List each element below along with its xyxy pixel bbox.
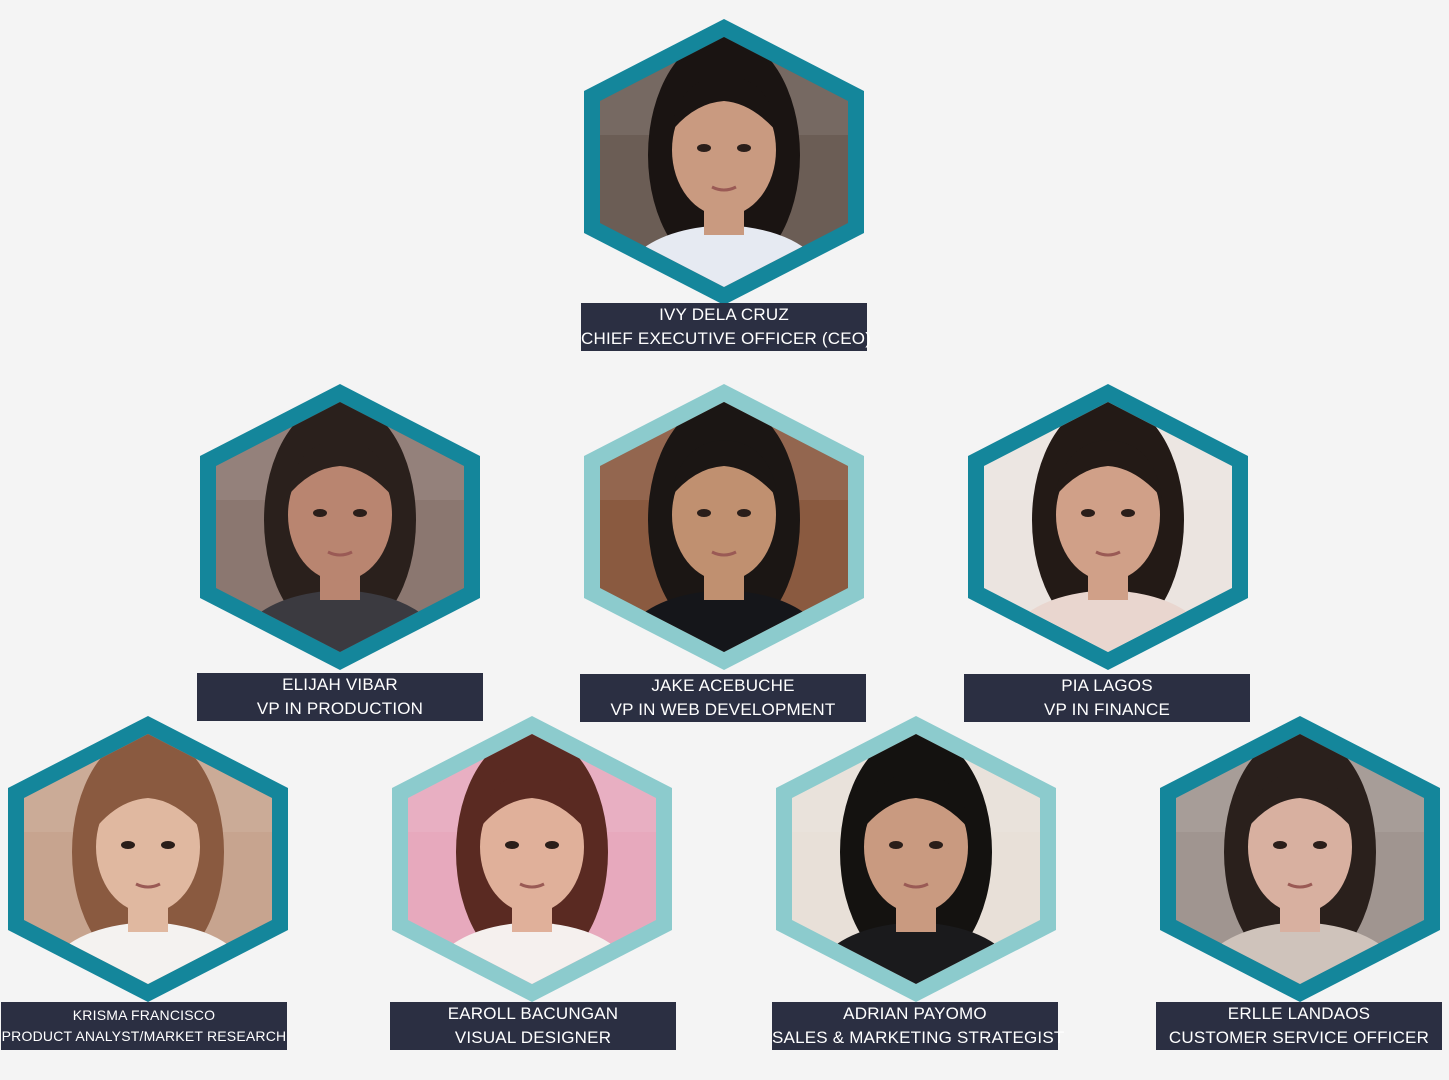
member-name: KRISMA FRANCISCO xyxy=(72,1007,216,1023)
member-photo-frame xyxy=(580,380,868,670)
member-name: JAKE ACEBUCHE xyxy=(651,676,795,695)
woman-long-dark-hair-portrait xyxy=(584,19,864,305)
woman-double-exposure-portrait xyxy=(1160,716,1440,1002)
member-label: ELIJAH VIBAR VP IN PRODUCTION xyxy=(197,673,483,721)
member-title: VP IN PRODUCTION xyxy=(256,699,424,718)
member-label: ERLLE LANDAOS CUSTOMER SERVICE OFFICER xyxy=(1156,1002,1442,1050)
member-photo-frame xyxy=(4,712,292,1002)
woman-glasses-white-shirt-portrait xyxy=(8,716,288,1002)
member-label: IVY DELA CRUZ CHIEF EXECUTIVE OFFICER (CE… xyxy=(581,303,872,351)
member-name: ADRIAN PAYOMO xyxy=(843,1004,987,1023)
member-label: KRISMA FRANCISCO PRODUCT ANALYST/MARKET R… xyxy=(1,1002,287,1050)
member-photo-frame xyxy=(772,712,1060,1002)
woman-glasses-pink-wall-portrait xyxy=(392,716,672,1002)
member-name: ERLLE LANDAOS xyxy=(1227,1004,1371,1023)
member-photo-frame xyxy=(196,380,484,670)
member-label: PIA LAGOS VP IN FINANCE xyxy=(964,674,1250,722)
person-wearing-face-mask-portrait xyxy=(200,384,480,670)
member-name: IVY DELA CRUZ xyxy=(659,305,789,324)
man-black-shirt-brick-wall-portrait xyxy=(584,384,864,670)
woman-long-hair-light-wall-portrait xyxy=(968,384,1248,670)
member-title: VP IN WEB DEVELOPMENT xyxy=(610,700,836,719)
member-name: PIA LAGOS xyxy=(1061,676,1153,695)
man-short-hair-black-shirt-portrait xyxy=(776,716,1056,1002)
member-title: PRODUCT ANALYST/MARKET RESEARCH xyxy=(1,1028,287,1044)
member-title: CHIEF EXECUTIVE OFFICER (CEO) xyxy=(581,329,872,348)
member-title: SALES & MARKETING STRATEGIST xyxy=(772,1028,1065,1047)
member-photo-frame xyxy=(1156,712,1444,1002)
member-label: EAROLL BACUNGAN VISUAL DESIGNER xyxy=(390,1002,676,1050)
member-photo-frame xyxy=(388,712,676,1002)
member-photo-frame xyxy=(964,380,1252,670)
member-label: ADRIAN PAYOMO SALES & MARKETING STRATEGIS… xyxy=(772,1002,1065,1050)
member-title: CUSTOMER SERVICE OFFICER xyxy=(1168,1028,1430,1047)
member-photo-frame xyxy=(580,15,868,305)
member-title: VP IN FINANCE xyxy=(1043,700,1171,719)
member-title: VISUAL DESIGNER xyxy=(454,1028,612,1047)
member-name: ELIJAH VIBAR xyxy=(282,675,398,694)
member-label: JAKE ACEBUCHE VP IN WEB DEVELOPMENT xyxy=(580,674,866,722)
member-name: EAROLL BACUNGAN xyxy=(447,1004,619,1023)
